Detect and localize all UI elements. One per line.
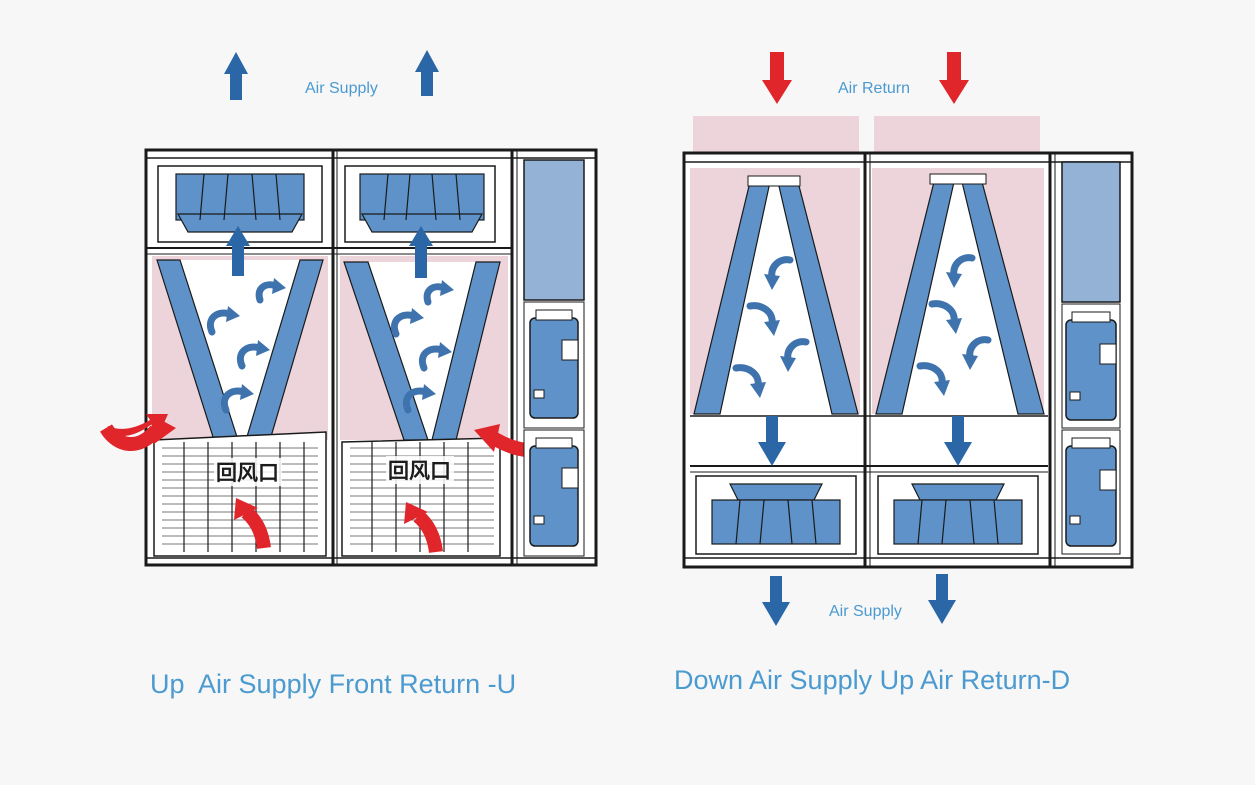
right-top-return-arrow-2 bbox=[939, 52, 969, 104]
left-compressor-column bbox=[523, 159, 585, 557]
left-return-arrow-side-left bbox=[100, 414, 176, 451]
left-top-label: Air Supply bbox=[305, 80, 378, 97]
left-top-supply-arrow-1 bbox=[224, 52, 248, 100]
left-top-supply-arrow-2 bbox=[415, 50, 439, 96]
left-return-grille-2 bbox=[341, 437, 501, 557]
right-fan-1 bbox=[695, 475, 857, 555]
left-vent-label-2: 回风口 bbox=[388, 459, 451, 483]
right-fan-2 bbox=[877, 475, 1039, 555]
right-coil-section-2 bbox=[872, 168, 1045, 415]
right-top-return-arrow-1 bbox=[762, 52, 792, 104]
left-internal-up-arrow-2 bbox=[409, 226, 433, 278]
left-coil-section-1 bbox=[152, 256, 328, 441]
left-return-arrow-up-1 bbox=[234, 498, 271, 550]
left-unit: Air Supply bbox=[100, 50, 598, 699]
left-vent-label-1: 回风口 bbox=[216, 461, 279, 485]
left-coil-section-2 bbox=[340, 256, 508, 441]
right-bottom-label: Air Supply bbox=[829, 603, 902, 620]
right-bottom-supply-arrow-2 bbox=[928, 574, 956, 624]
left-caption: Up Air Supply Front Return -U bbox=[150, 669, 516, 699]
left-return-grille-1 bbox=[153, 431, 327, 557]
right-internal-down-arrow-2 bbox=[944, 416, 972, 466]
left-fan-1 bbox=[157, 165, 323, 243]
right-internal-down-arrow-1 bbox=[758, 416, 786, 466]
right-compressor-column bbox=[1061, 161, 1121, 555]
right-bottom-supply-arrow-1 bbox=[762, 576, 790, 626]
right-coil-section-1 bbox=[690, 168, 860, 415]
right-caption: Down Air Supply Up Air Return-D bbox=[674, 665, 1070, 695]
right-top-label: Air Return bbox=[838, 80, 910, 97]
left-swirl-arrowheads bbox=[226, 278, 454, 400]
left-return-arrow-up-2 bbox=[404, 502, 443, 554]
right-return-plenum-1 bbox=[693, 116, 859, 154]
right-return-plenum-2 bbox=[874, 116, 1040, 154]
right-swirl-arrowheads bbox=[750, 272, 978, 398]
left-internal-up-arrow-1 bbox=[226, 226, 250, 276]
right-unit: Air Return bbox=[674, 52, 1134, 695]
